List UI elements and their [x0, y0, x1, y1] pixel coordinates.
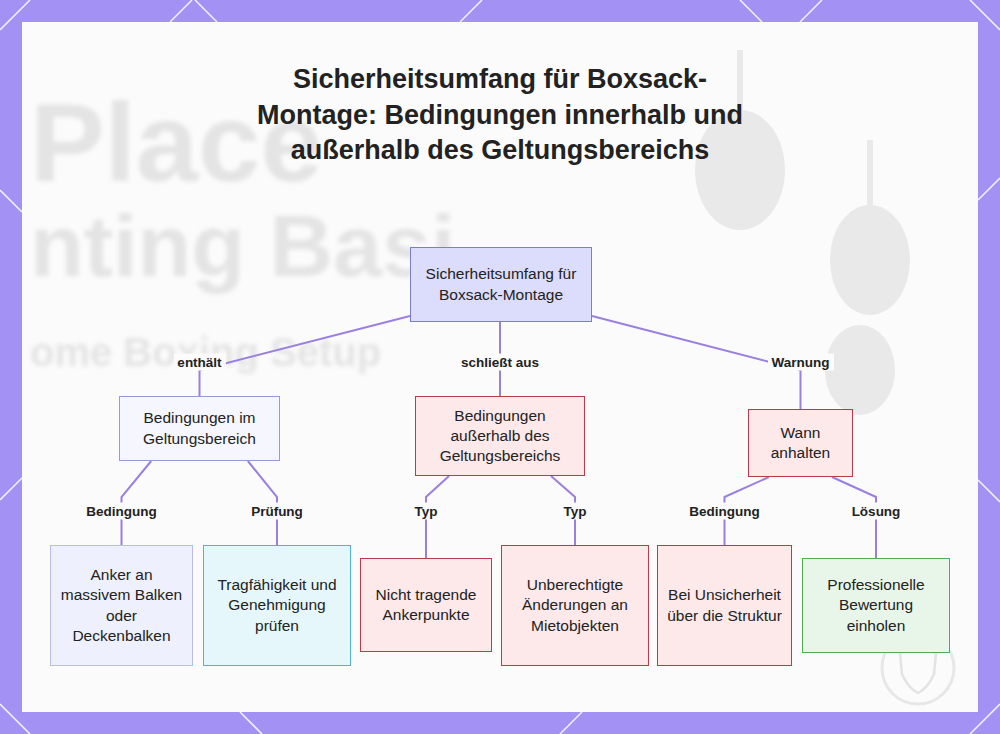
- node-text: Professionelle Bewertung einholen: [811, 575, 941, 635]
- exclusion-box: Unberechtigte Änderungen an Mietobjekten: [501, 545, 649, 666]
- edge-label: Warnung: [768, 354, 834, 371]
- edge-label: schließt aus: [457, 354, 543, 371]
- edge-label: Lösung: [848, 503, 905, 520]
- edge-label: Bedingung: [685, 503, 764, 520]
- edge-label: Typ: [560, 503, 591, 520]
- edge-label: enthält: [173, 354, 225, 371]
- edge-label: Typ: [411, 503, 442, 520]
- node-text: Unberechtigte Änderungen an Mietobjekten: [510, 575, 640, 635]
- diagram-title: Sicherheitsumfang für Boxsack-Montage: B…: [235, 62, 765, 169]
- node-text: Bedingungen im Geltungsbereich: [128, 408, 271, 448]
- node-text: Tragfähigkeit und Genehmigung prüfen: [212, 575, 342, 635]
- category-box: Bedingungen im Geltungsbereich: [119, 396, 280, 461]
- root-box: Sicherheitsumfang für Boxsack-Montage: [410, 247, 592, 322]
- node-text: Nicht tragende Ankerpunkte: [369, 585, 483, 625]
- condition-box: Bei Unsicherheit über die Struktur: [657, 545, 792, 666]
- watermark-text: Place: [30, 78, 323, 207]
- condition-box: Anker an massivem Balken oder Deckenbalk…: [50, 545, 193, 666]
- node-text: Sicherheitsumfang für Boxsack-Montage: [419, 264, 583, 304]
- watermark-text: nting Basi: [30, 195, 455, 297]
- white-panel: [22, 22, 978, 712]
- node-text: Anker an massivem Balken oder Deckenbalk…: [59, 565, 184, 646]
- category-box: Bedingungen außerhalb des Geltungsbereic…: [415, 396, 585, 476]
- node-text: Wann anhalten: [757, 423, 844, 463]
- edge-label: Prüfung: [247, 503, 307, 520]
- exclusion-box: Nicht tragende Ankerpunkte: [360, 558, 492, 652]
- node-text: Bedingungen außerhalb des Geltungsbereic…: [424, 406, 576, 466]
- node-text: Bei Unsicherheit über die Struktur: [666, 585, 783, 625]
- connector-line: [200, 316, 411, 396]
- solution-box: Professionelle Bewertung einholen: [802, 558, 950, 653]
- edge-label: Bedingung: [82, 503, 161, 520]
- warning-box: Wann anhalten: [748, 409, 853, 477]
- check-box: Tragfähigkeit und Genehmigung prüfen: [203, 545, 351, 666]
